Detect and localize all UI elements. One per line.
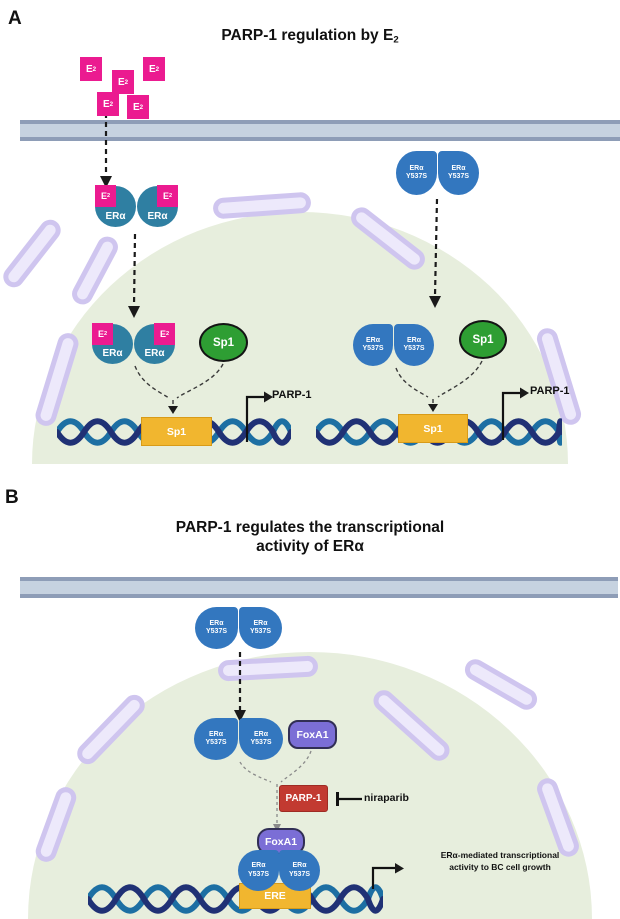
foxa1-protein: FoxA1 — [288, 720, 337, 749]
panel-a-label: A — [8, 8, 22, 29]
sp1-binding-site: Sp1 — [398, 414, 468, 443]
sp1-protein: Sp1 — [459, 320, 507, 359]
niraparib-label: niraparib — [364, 792, 409, 804]
output-label: ERα-mediated transcriptional activity to… — [440, 850, 560, 872]
dna-helix — [88, 884, 383, 914]
parp1-gene-label: PARP-1 — [272, 389, 312, 401]
panel-b-label: B — [5, 487, 19, 508]
panel-b-title: PARP-1 regulates the transcriptional act… — [175, 519, 445, 555]
parp1-protein: PARP-1 — [279, 785, 328, 812]
nuclear-envelope-segment — [0, 215, 65, 292]
sp1-binding-site: Sp1 — [141, 417, 212, 446]
cell-membrane — [20, 577, 618, 598]
parp1-gene-label: PARP-1 — [530, 385, 570, 397]
panel-a-title: PARP-1 regulation by E2 — [221, 27, 399, 46]
cell-membrane — [20, 120, 620, 141]
sp1-protein: Sp1 — [199, 323, 248, 362]
